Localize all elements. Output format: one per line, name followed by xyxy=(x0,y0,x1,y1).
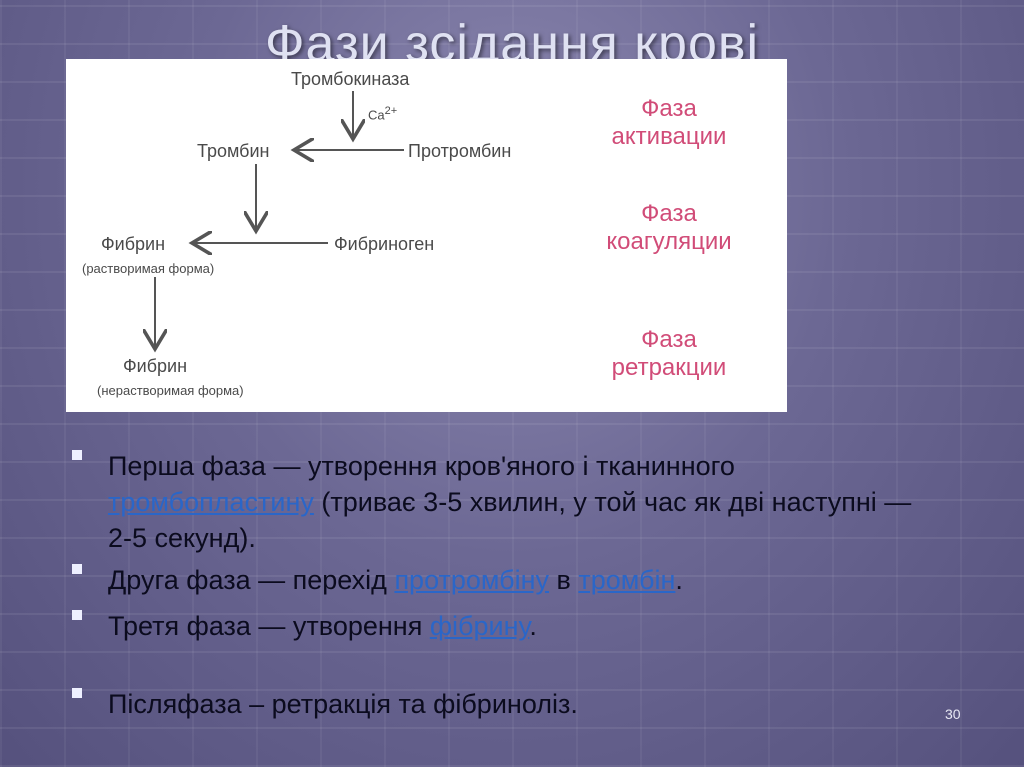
phase-retraction: Фаза ретракции xyxy=(569,326,769,382)
bullet-4-text: Післяфаза – ретракція та фібриноліз. xyxy=(108,689,578,719)
fibrin-insoluble-label: Фибрин xyxy=(123,356,188,376)
phase-coagulation: Фаза коагуляции xyxy=(569,200,769,256)
bullet-square-icon xyxy=(72,610,82,620)
thromboplastin-link[interactable]: тромбопластину xyxy=(108,487,314,517)
calcium-label: Ca2+ xyxy=(368,105,397,122)
phase-activation-line1: Фаза xyxy=(641,95,697,122)
calcium-charge: 2+ xyxy=(384,105,398,117)
bullet-2-text-end: . xyxy=(675,565,683,595)
bullet-post-phase: Післяфаза – ретракція та фібриноліз. xyxy=(72,686,932,722)
thrombin-link[interactable]: тромбін xyxy=(578,565,676,595)
bullet-3-text-end: . xyxy=(529,611,537,641)
phase-retraction-line1: Фаза xyxy=(641,326,697,353)
prothrombin-link[interactable]: протромбіну xyxy=(394,565,550,595)
fibrin-soluble-note: (растворимая форма) xyxy=(82,261,215,276)
page-number: 30 xyxy=(945,706,961,722)
bullet-1-text: Перша фаза — утворення кров'яного і ткан… xyxy=(108,451,735,481)
fibrin-insoluble-note: (нерастворимая форма) xyxy=(97,383,244,398)
bullet-3-text: Третя фаза — утворення xyxy=(108,611,430,641)
fibrin-link[interactable]: фібрину xyxy=(429,611,530,641)
bullet-phase-3: Третя фаза — утворення фібрину. xyxy=(72,608,932,644)
coagulation-diagram: Тромбокиназа Ca2+ Тромбин Протромбин Фиб… xyxy=(66,59,787,412)
diagram-arrows xyxy=(66,91,404,412)
bullet-square-icon xyxy=(72,450,82,460)
bullet-square-icon xyxy=(72,688,82,698)
phase-activation: Фаза активации xyxy=(569,95,769,151)
prothrombin-label: Протромбин xyxy=(408,141,512,161)
fibrin-soluble-label: Фибрин xyxy=(101,234,166,254)
bullet-2-text-mid: в xyxy=(549,565,579,595)
thrombin-label: Тромбин xyxy=(197,141,270,161)
bullet-1-text-end: (триває 3-5 хвилин, у той час як дві нас… xyxy=(108,487,912,553)
bullet-2-text: Друга фаза — перехід xyxy=(108,565,395,595)
bullet-square-icon xyxy=(72,564,82,574)
phase-coagulation-line2: коагуляции xyxy=(606,228,732,255)
phase-activation-line2: активации xyxy=(611,123,727,150)
bullet-phase-1: Перша фаза — утворення кров'яного і ткан… xyxy=(72,448,932,556)
phase-coagulation-line1: Фаза xyxy=(641,200,697,227)
thrombokinase-label: Тромбокиназа xyxy=(291,69,410,89)
fibrinogen-label: Фибриноген xyxy=(334,234,435,254)
phase-retraction-line2: ретракции xyxy=(611,354,727,381)
calcium-symbol: Ca xyxy=(368,107,385,123)
bullet-list: Перша фаза — утворення кров'яного і ткан… xyxy=(72,448,932,722)
bullet-phase-2: Друга фаза — перехід протромбіну в тромб… xyxy=(72,562,932,598)
